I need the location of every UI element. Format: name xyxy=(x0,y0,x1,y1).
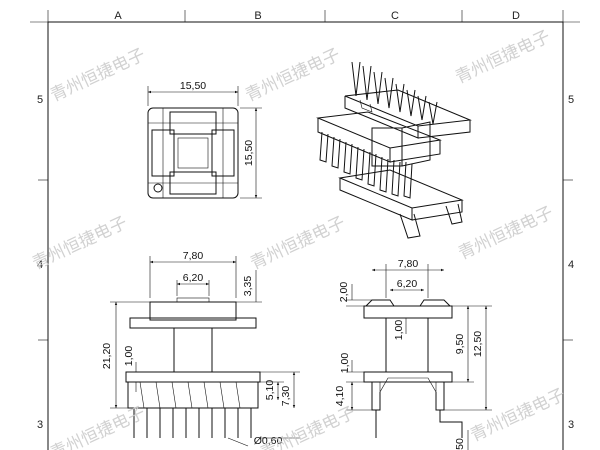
grid-col-b: B xyxy=(254,10,261,22)
grid-col-c: C xyxy=(391,10,399,22)
watermark-text: 青州恒捷电子 xyxy=(257,403,358,450)
front-top-height-dim: 3,35 xyxy=(242,276,254,297)
front-view xyxy=(110,256,300,447)
sheet-frame xyxy=(30,10,580,450)
front-pin-diameter-dim: Ø0,60 xyxy=(254,435,283,447)
watermark-text: 青州恒捷电子 xyxy=(452,27,553,88)
grid-row-left-4: 4 xyxy=(37,259,43,271)
side-flange-mid-dim: 1,00 xyxy=(339,353,351,374)
grid-row-left-3: 3 xyxy=(37,419,43,431)
isometric-view xyxy=(316,61,472,239)
front-total-height-dim: 21,20 xyxy=(101,343,113,369)
watermark-text: 青州恒捷电子 xyxy=(47,45,148,106)
front-inner-width-dim: 6,20 xyxy=(183,272,204,284)
grid-col-a: A xyxy=(114,10,122,22)
watermark-layer: 青州恒捷电子 青州恒捷电子 青州恒捷电子 青州恒捷电子 青州恒捷电子 青州恒捷电… xyxy=(29,27,568,450)
pin1-marker xyxy=(153,183,163,193)
top-view-height-dim: 15,50 xyxy=(243,140,255,166)
watermark-text: 青州恒捷电子 xyxy=(467,385,568,446)
watermark-text: 青州恒捷电子 xyxy=(242,45,343,106)
side-top-width-dim: 7,80 xyxy=(398,258,419,270)
side-inner-width-dim: 6,20 xyxy=(397,278,418,290)
grid-row-right-5: 5 xyxy=(568,94,574,106)
watermark-text: 青州恒捷电子 xyxy=(47,403,148,450)
watermark-text: 青州恒捷电子 xyxy=(455,203,556,264)
side-top-height-dim: 2,00 xyxy=(338,282,350,303)
top-view-width-dim: 15,50 xyxy=(180,80,206,92)
side-flange-top-dim: 1,00 xyxy=(393,320,405,341)
watermark-text: 青州恒捷电子 xyxy=(29,213,130,274)
side-height-b-dim: 12,50 xyxy=(472,331,484,357)
side-pin-offset-dim: 4,10 xyxy=(334,386,346,407)
side-height-a-dim: 9,50 xyxy=(454,334,466,355)
grid-col-d: D xyxy=(512,10,520,22)
front-flange-dim: 1,00 xyxy=(123,346,135,367)
grid-row-right-4: 4 xyxy=(568,259,574,271)
front-pin-offset-b-dim: 7,30 xyxy=(280,386,292,407)
top-view xyxy=(147,86,262,199)
front-pin-offset-a-dim: 5,10 xyxy=(264,380,276,401)
side-view xyxy=(346,264,492,450)
grid-row-left-5: 5 xyxy=(37,94,43,106)
grid-row-right-3: 3 xyxy=(568,419,574,431)
front-top-width-dim: 7,80 xyxy=(183,250,204,262)
side-bottom-cut-dim: 50 xyxy=(454,438,466,450)
watermark-text: 青州恒捷电子 xyxy=(247,213,348,274)
